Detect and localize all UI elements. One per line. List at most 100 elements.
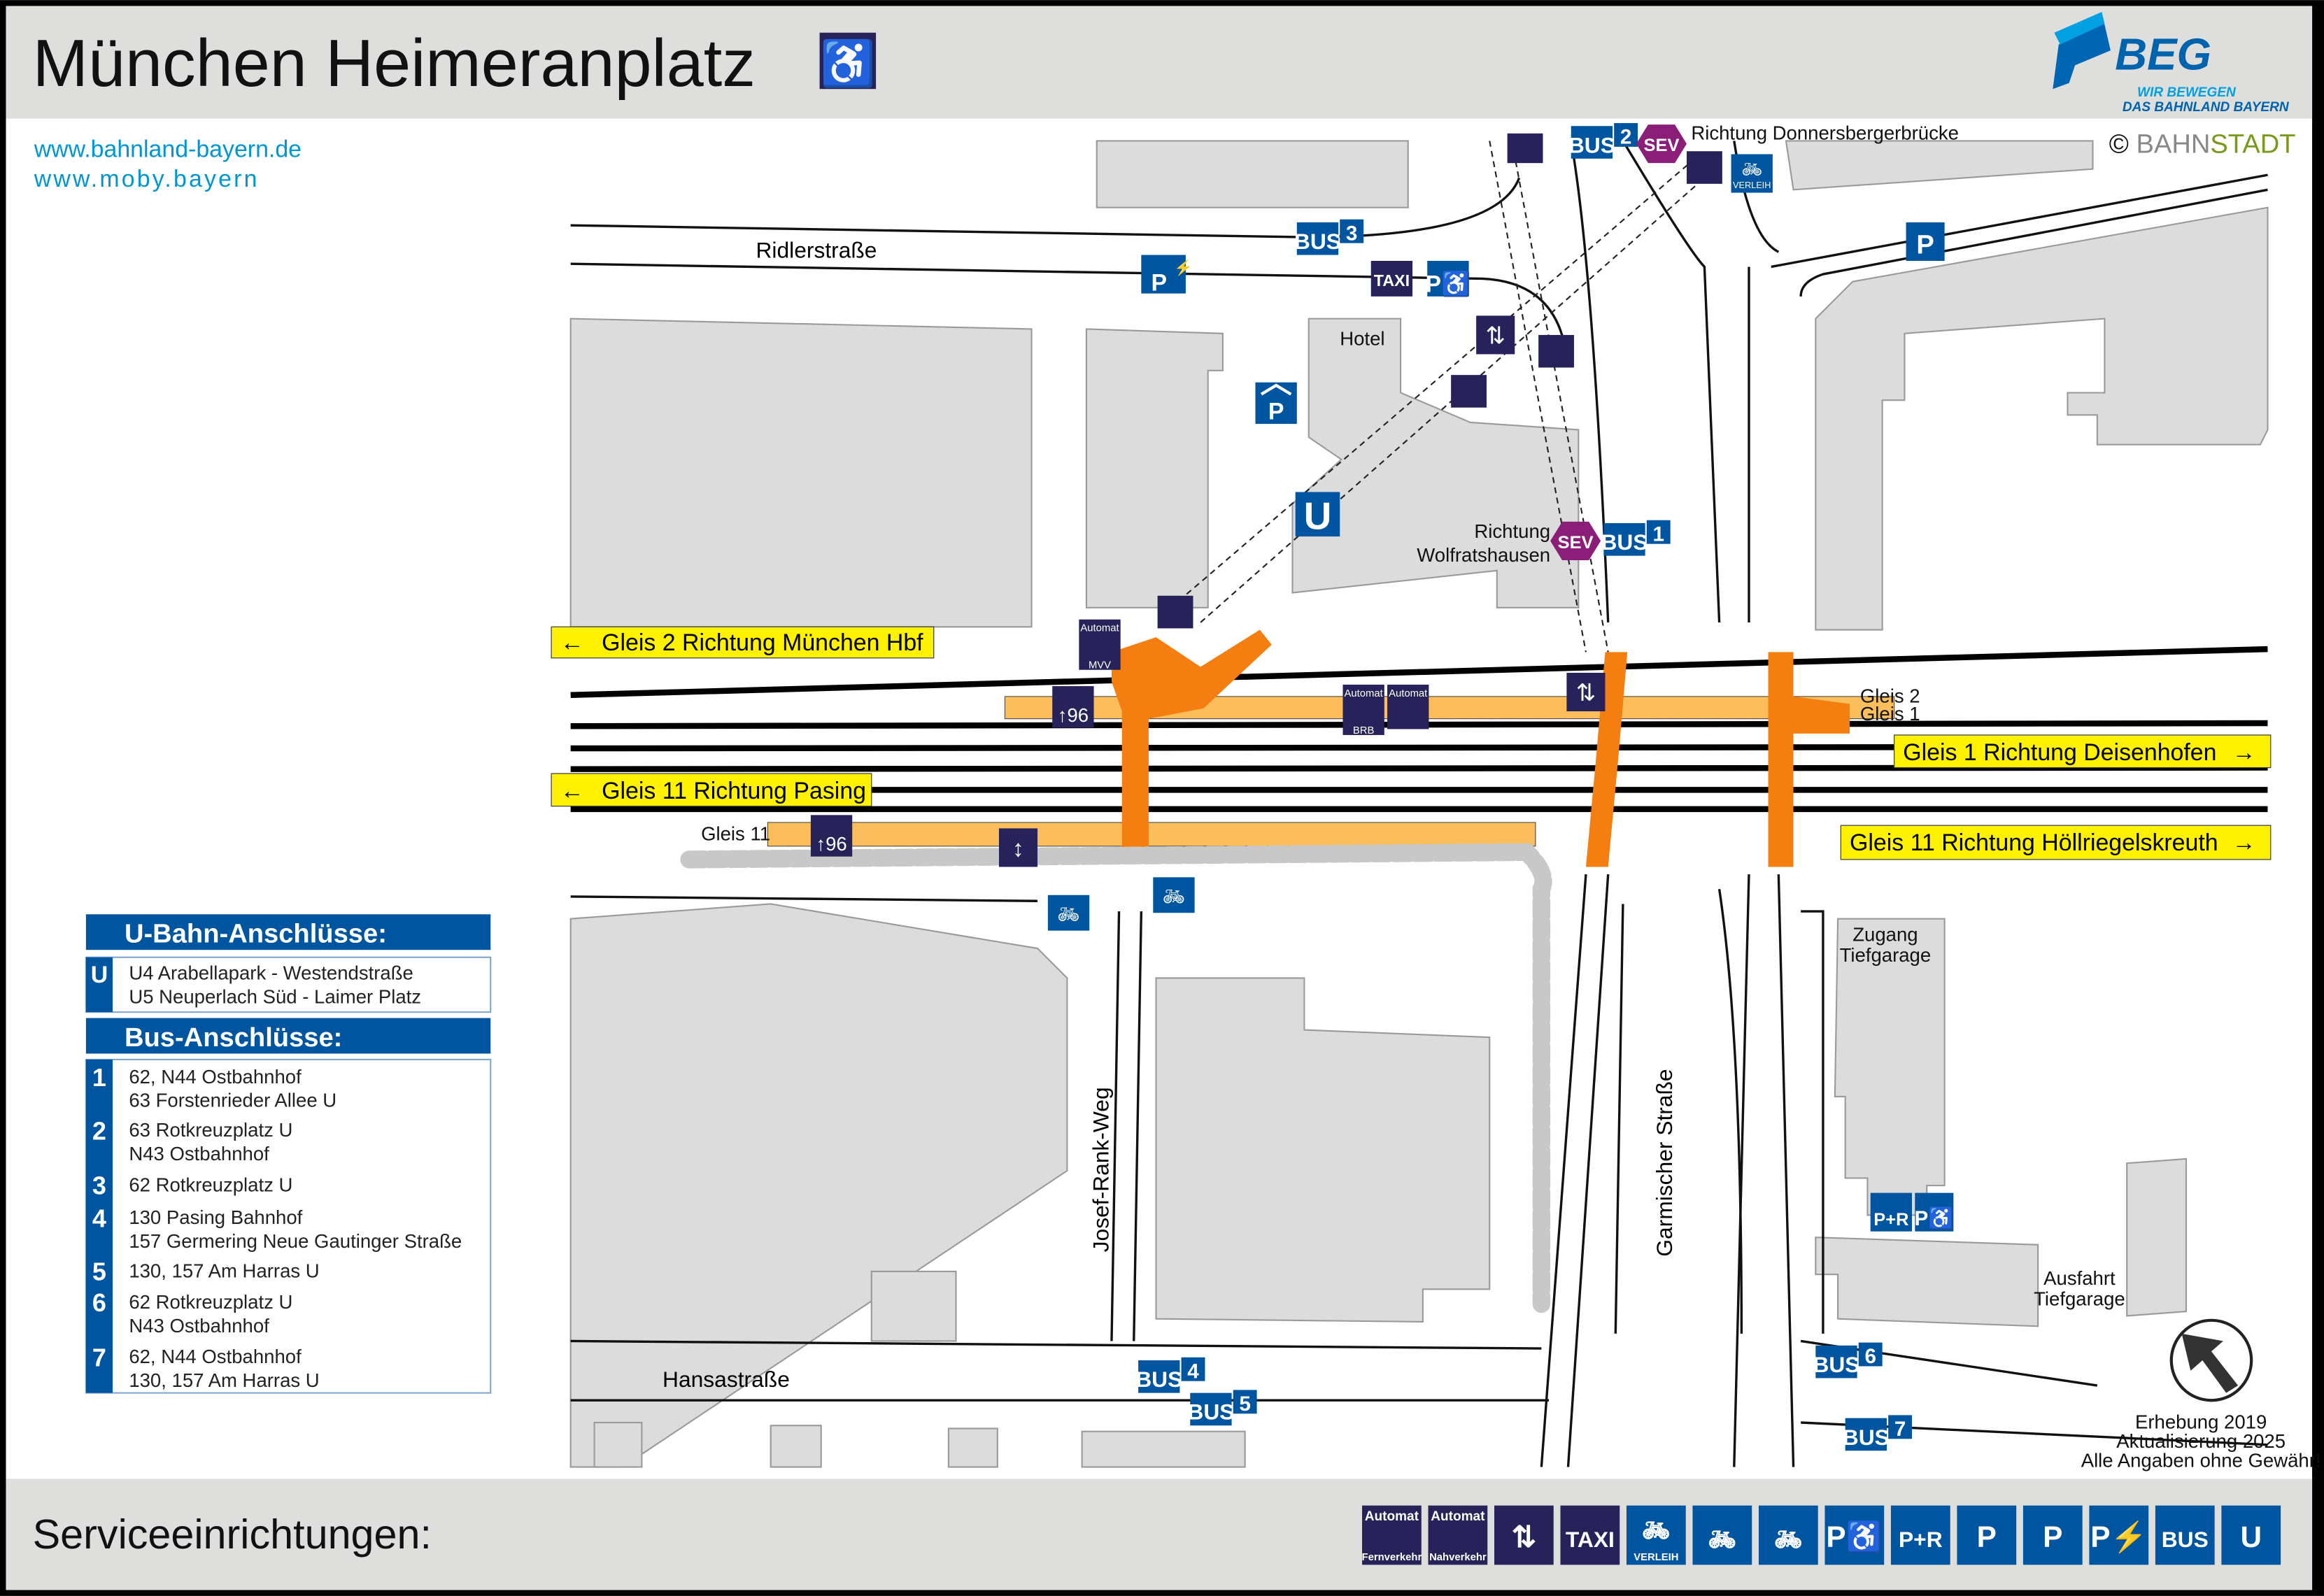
bike-parking-sign-1[interactable]: 🚲︎ [1047, 895, 1090, 931]
taxi-stand[interactable]: TAXI [1370, 260, 1413, 297]
label-gleis1: Gleis 1 [1860, 703, 1920, 725]
svg-text:62 Rotkreuzplatz U: 62 Rotkreuzplatz U [129, 1174, 292, 1195]
bike-parking-sign-2[interactable]: 🚲︎ [1153, 877, 1195, 913]
svg-text:BUS: BUS [1568, 132, 1615, 157]
svg-text:5: 5 [1239, 1392, 1251, 1416]
label-gleis11: Gleis 11 [701, 822, 770, 844]
svg-text:N43 Ostbahnhof: N43 Ostbahnhof [129, 1315, 269, 1337]
label-tiefgarage-ausfahrt: Tiefgarage [2034, 1288, 2125, 1310]
svg-text:63 Rotkreuzplatz U: 63 Rotkreuzplatz U [129, 1119, 292, 1141]
service-icons: AutomatFernverkehrAutomatNahverkehr⇅TAXI… [1362, 1505, 2281, 1565]
service-icon-label: U [2240, 1520, 2262, 1553]
north-arrow-icon [2169, 1318, 2253, 1402]
sev-stop-south[interactable]: SEV [1550, 521, 1601, 560]
park-and-ride-sign[interactable]: P+R [1870, 1192, 1913, 1232]
service-icon-label: P [2043, 1520, 2062, 1553]
svg-text:🚲︎: 🚲︎ [1741, 160, 1762, 178]
bike-rental-sign[interactable]: 🚲︎VERLEIH [1731, 154, 1773, 193]
street-josef-rank-weg: Josef-Rank-Weg [1089, 1087, 1114, 1252]
svg-text:P♿: P♿ [1426, 270, 1471, 297]
line-96-sign-platform[interactable]: ↑96 [1052, 686, 1094, 728]
svg-text:4: 4 [92, 1204, 106, 1232]
service-icon-label: P⚡ [2090, 1520, 2147, 1555]
accessible-parking-sign-2[interactable]: P♿ [1914, 1192, 1954, 1232]
service-icon-label: 🚲︎ [1708, 1527, 1736, 1552]
svg-text:Gleis 1 Richtung Deisenhofen: Gleis 1 Richtung Deisenhofen [1903, 739, 2216, 766]
svg-text:U5 Neuperlach Süd - Laimer Pla: U5 Neuperlach Süd - Laimer Platz [129, 985, 421, 1007]
direction-gleis11-pasing: ← Gleis 11 Richtung Pasing [551, 773, 872, 807]
svg-text:BUS: BUS [1601, 529, 1648, 555]
street-hansastrasse: Hansastraße [663, 1367, 790, 1392]
elevator-sign-platform[interactable]: ⇅ [1566, 672, 1606, 712]
header-band [6, 6, 2313, 119]
line-96-sign-gleis11[interactable]: ↑96 [810, 815, 853, 857]
hedge [680, 843, 1552, 1313]
svg-text:BUS: BUS [1813, 1352, 1859, 1377]
bike-rental-icon: 🚲︎VERLEIH [1626, 1505, 1686, 1565]
svg-text:6: 6 [92, 1288, 106, 1317]
parking-garage-icon: P [1957, 1505, 2017, 1565]
svg-text:BUS: BUS [1187, 1399, 1234, 1425]
svg-text:Gleis 11 Richtung Höllriegelsk: Gleis 11 Richtung Höllriegelskreuth [1850, 829, 2218, 856]
label-tiefgarage-zugang: Tiefgarage [1840, 944, 1932, 966]
street-ridlerstrasse: Ridlerstraße [756, 238, 877, 263]
svg-text:↑96: ↑96 [1058, 704, 1089, 726]
sev-stop-north[interactable]: SEV [1636, 124, 1687, 164]
roads [570, 140, 2268, 1467]
service-icon-label: P [1977, 1520, 1997, 1553]
buildings [569, 140, 2269, 1468]
label-hotel: Hotel [1340, 328, 1384, 350]
elevator-sign-north[interactable]: ⇅ [1476, 315, 1515, 355]
svg-text:♿: ♿ [820, 38, 875, 88]
service-icon-label: P♿ [1826, 1520, 1883, 1554]
service-icon-label: ⇅ [1512, 1520, 1537, 1553]
elevator-sign-gleis11[interactable]: ↕ [998, 828, 1038, 867]
page-title: München Heimeranplatz [33, 27, 756, 101]
access-ramps [1111, 629, 1850, 867]
svg-text:→: → [2232, 739, 2256, 766]
svg-text:DAS BAHNLAND BAYERN: DAS BAHNLAND BAYERN [2123, 100, 2290, 115]
svg-text:2: 2 [92, 1116, 106, 1145]
svg-text:TAXI: TAXI [1374, 271, 1410, 290]
svg-text:P♿: P♿ [1914, 1206, 1954, 1230]
accessible-parking-sign[interactable]: P♿ [1426, 260, 1471, 297]
ev-parking-sign[interactable]: P⚡ [1141, 255, 1192, 297]
svg-text:Automat: Automat [1345, 688, 1384, 699]
svg-text:62, N44 Ostbahnhof: 62, N44 Ostbahnhof [129, 1066, 302, 1088]
label-wolfratshausen: Wolfratshausen [1417, 544, 1550, 566]
svg-text:SEV: SEV [1644, 136, 1680, 155]
service-icon-label: Nahverkehr [1429, 1552, 1487, 1563]
service-icon-label: Automat [1431, 1509, 1485, 1524]
copyright: ©BAHNSTADT [2109, 129, 2296, 159]
ubahn-legend: U-Bahn-Anschlüsse: U U4 Arabellapark - W… [85, 914, 492, 1013]
ubahn-entrance-sign[interactable]: U [1295, 492, 1340, 538]
svg-text:130, 157 Am Harras U: 130, 157 Am Harras U [129, 1260, 319, 1281]
svg-text:P: P [1916, 229, 1934, 259]
escalator-icons [1157, 133, 1722, 629]
bike-parking-icon: 🚲︎ [1758, 1505, 1818, 1565]
service-icon-label: 🚲︎ [1774, 1527, 1802, 1552]
svg-text:U-Bahn-Anschlüsse:: U-Bahn-Anschlüsse: [125, 919, 387, 949]
svg-text:BUS: BUS [1843, 1425, 1890, 1450]
svg-text:1: 1 [92, 1063, 106, 1092]
svg-text:P: P [1268, 399, 1284, 425]
svg-text:3: 3 [92, 1171, 106, 1200]
parking-sign-east[interactable]: P [1906, 222, 1945, 261]
parking-garage-sign[interactable]: P [1255, 382, 1297, 425]
link-moby-bayern[interactable]: www.moby.bayern [34, 166, 260, 192]
svg-text:SEV: SEV [1558, 533, 1594, 553]
link-bahnland-bayern[interactable]: www.bahnland-bayern.de [34, 136, 302, 163]
svg-text:U: U [91, 962, 108, 988]
ticket-machine-platform[interactable]: Automat [1387, 684, 1429, 729]
svg-text:130 Pasing Bahnhof: 130 Pasing Bahnhof [129, 1206, 302, 1228]
